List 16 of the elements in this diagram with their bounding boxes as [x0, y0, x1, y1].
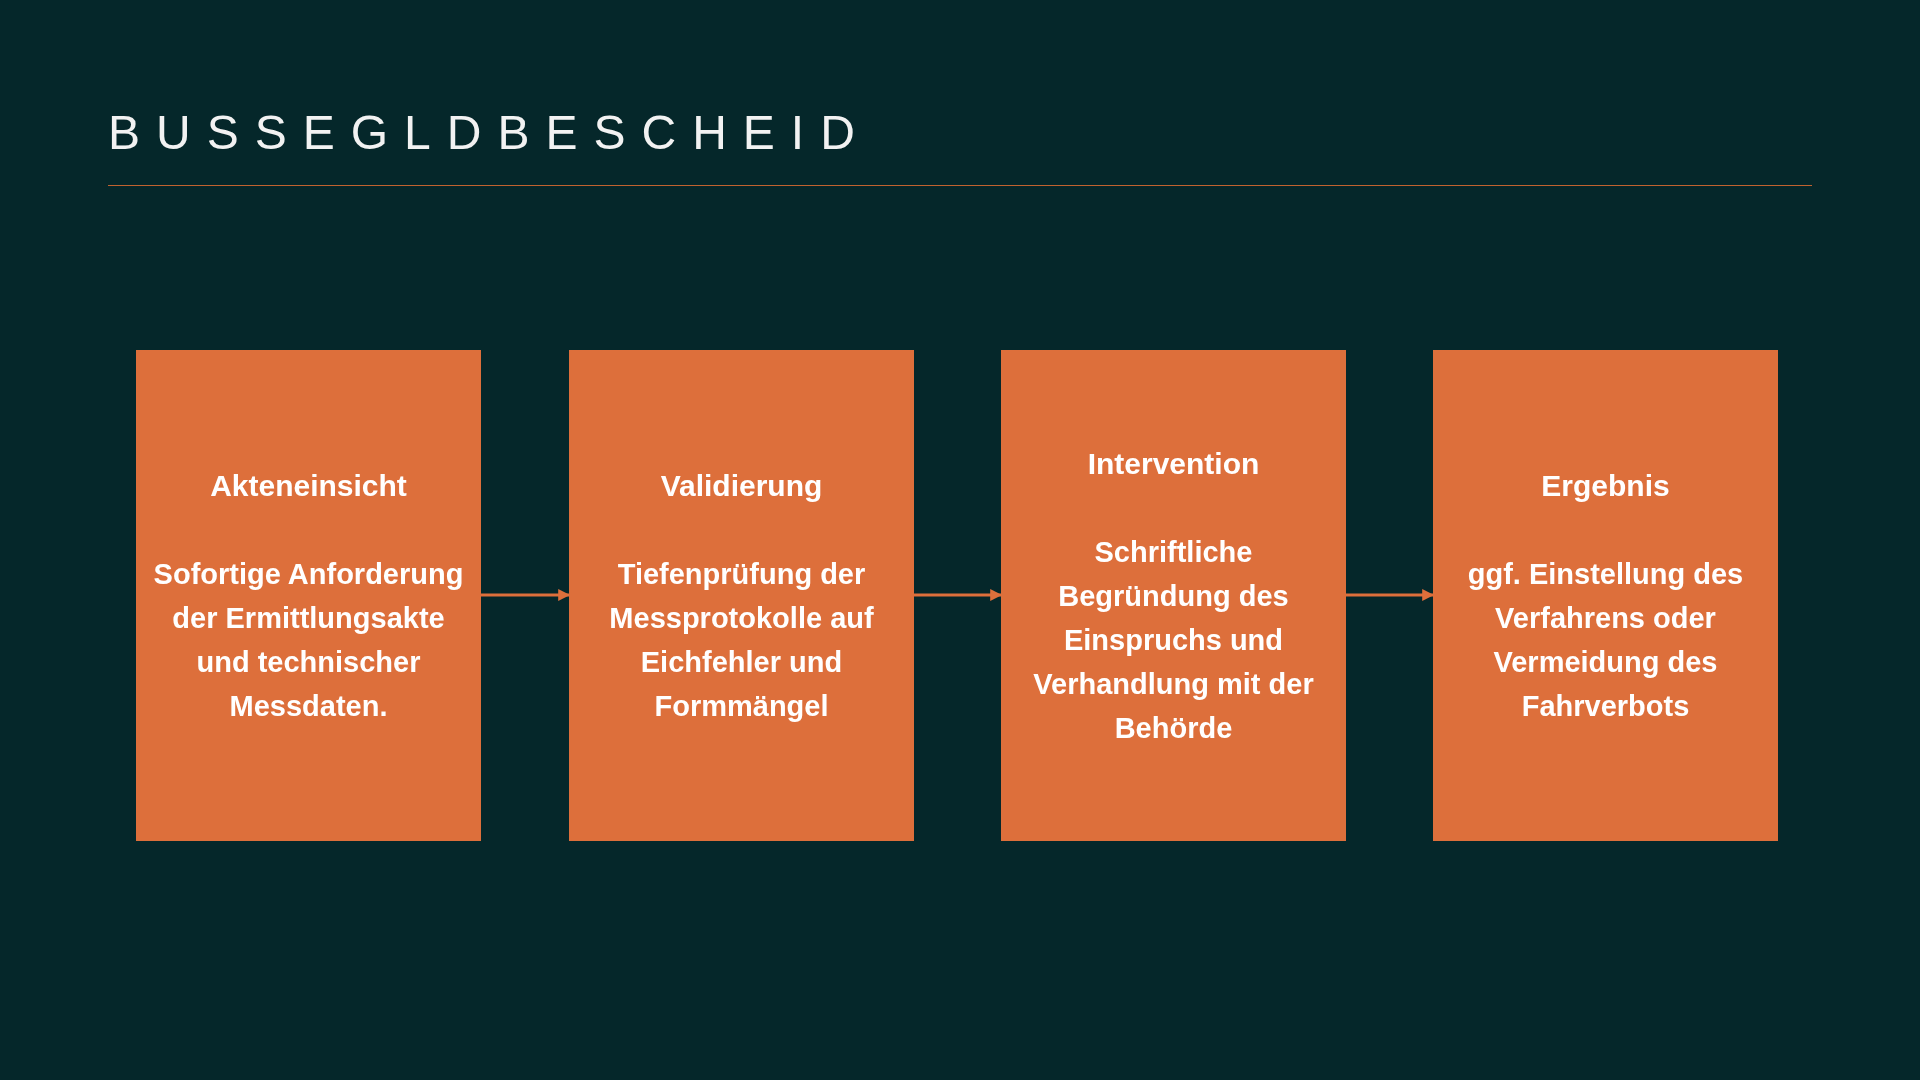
step-heading: Ergebnis [1541, 467, 1670, 504]
arrow [481, 589, 571, 601]
arrow [1346, 589, 1435, 601]
step-heading: Intervention [1087, 445, 1260, 482]
process-box [569, 350, 914, 841]
step-description: ggf. Einstellung des Verfahrens oder Vermeidung des Fahrverbots [1466, 556, 1745, 724]
step-heading: Validierung [660, 467, 823, 504]
step-description: Tiefenprüfung der Messprotokolle auf Eichfehler und Formmängel [608, 556, 875, 724]
process-box [1001, 350, 1346, 841]
process-box [1433, 350, 1778, 841]
step-heading: Akteneinsicht [210, 467, 407, 504]
slide-title: BUSSEGLDBESCHEID [108, 105, 871, 161]
step-description: Schriftliche Begründung des Einspruchs und Verhandlung mit der Behörde [1032, 534, 1315, 746]
arrow [914, 589, 1003, 601]
step-description: Sofortige Anforderung der Ermittlungsakte und technischer Messdaten. [152, 556, 465, 724]
process-box [136, 350, 481, 841]
